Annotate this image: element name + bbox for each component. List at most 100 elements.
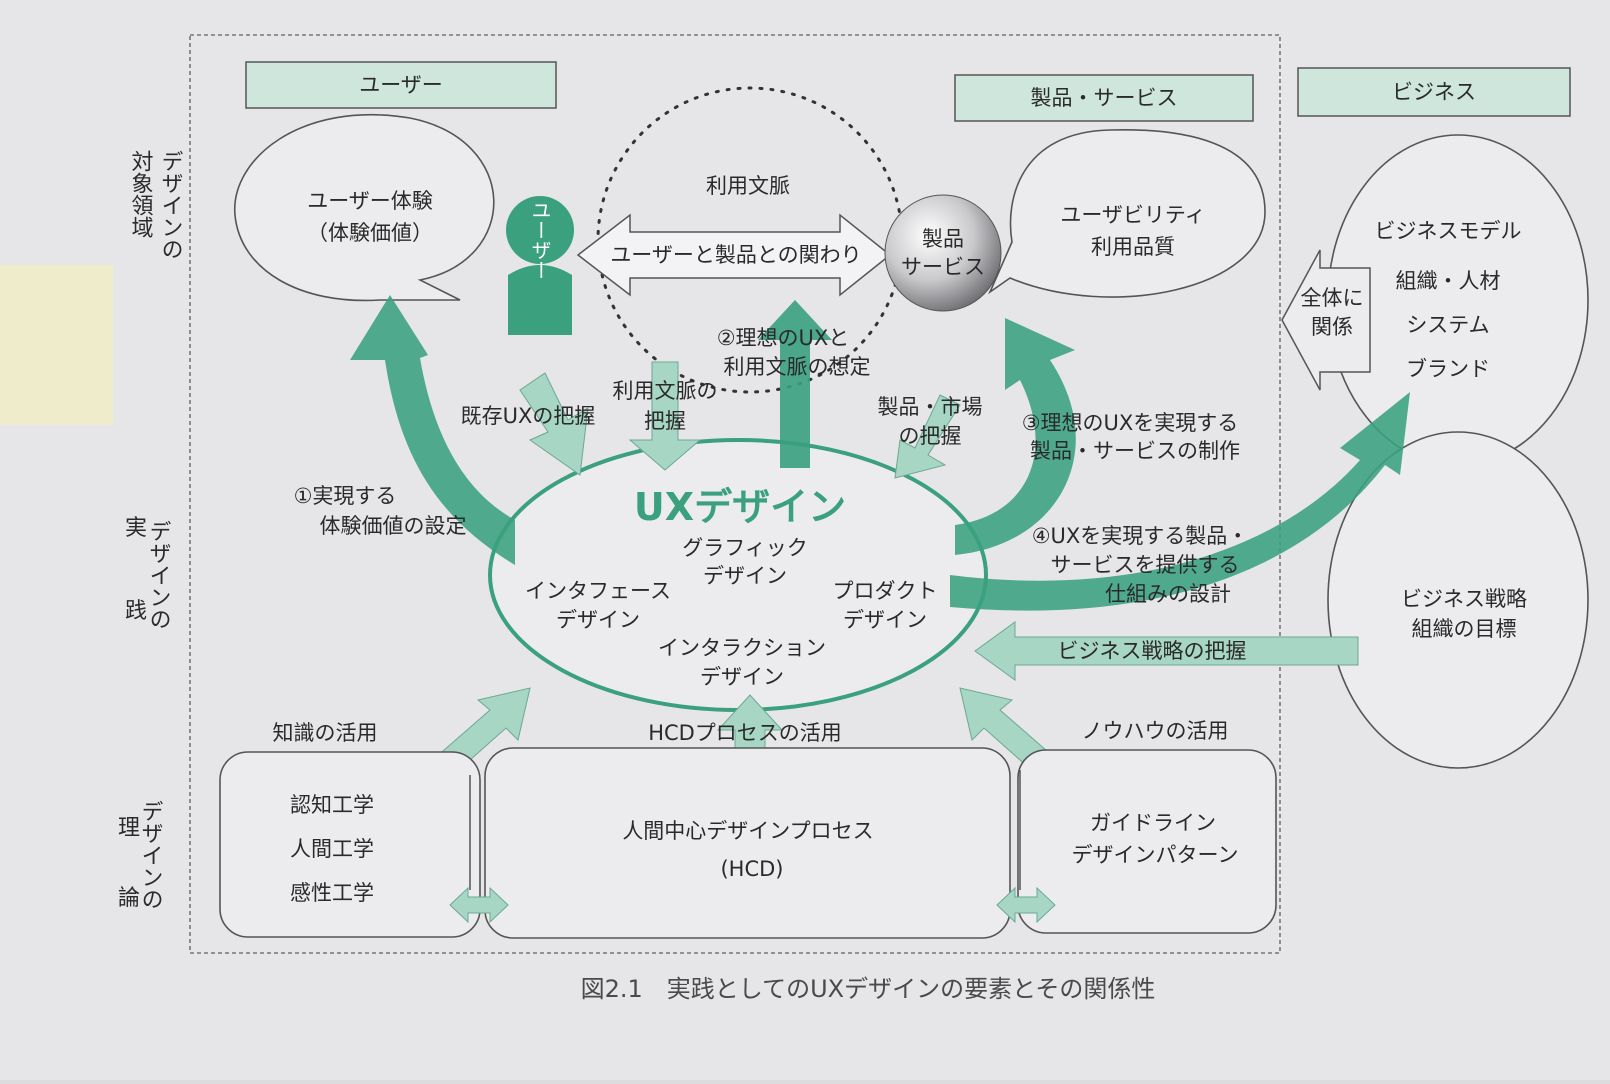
theory-center-box: 人間中心デザインプロセス (HCD) <box>484 747 1011 939</box>
interface-design-text: インタフェース デザイン <box>525 579 671 632</box>
svg-text:②理想のUXと: ②理想のUXと <box>717 326 850 350</box>
side-label-practice: デザインの 実 践 <box>125 516 171 630</box>
svg-text:関係: 関係 <box>1311 315 1353 339</box>
svg-text:既存UXの把握: 既存UXの把握 <box>461 404 596 428</box>
arrow-set-experience-value: ①実現する 体験価値の設定 <box>294 295 515 565</box>
theory-link-left <box>449 775 509 924</box>
user-figure: ユーザー <box>506 196 574 335</box>
svg-text:組織の目標: 組織の目標 <box>1412 617 1517 641</box>
arrow-market-grasp: 製品・市場 の把握 <box>878 394 983 479</box>
svg-text:人間工学: 人間工学 <box>290 837 374 861</box>
svg-text:インタラクション: インタラクション <box>658 636 826 660</box>
svg-text:人間中心デザインプロセス: 人間中心デザインプロセス <box>622 819 873 843</box>
svg-text:ユーザー: ユーザー <box>528 200 552 280</box>
svg-text:ユーザー体験: ユーザー体験 <box>307 189 433 213</box>
sticky-note <box>0 265 113 425</box>
svg-text:デザインの: デザインの <box>158 150 183 260</box>
svg-text:体験価値の設定: 体験価値の設定 <box>320 514 467 538</box>
ux-design-title: UXデザイン <box>634 485 846 529</box>
svg-text:製品・サービスの制作: 製品・サービスの制作 <box>1030 439 1240 463</box>
graphic-design-text: グラフィック デザイン <box>682 536 808 588</box>
svg-text:論: 論 <box>118 886 140 911</box>
svg-text:HCDプロセスの活用: HCDプロセスの活用 <box>648 721 842 745</box>
product-design-text: プロダクト デザイン <box>833 579 938 632</box>
svg-text:利用品質: 利用品質 <box>1091 235 1175 259</box>
usability-bubble: ユーザビリティ 利用品質 <box>988 129 1266 298</box>
svg-text:デザインパターン: デザインパターン <box>1072 843 1239 867</box>
svg-text:ブランド: ブランド <box>1406 357 1490 381</box>
svg-text:(HCD): (HCD) <box>720 857 783 881</box>
svg-text:プロダクト: プロダクト <box>833 579 938 603</box>
arrow-context-grasp: 利用文脈の 把握 <box>613 361 718 471</box>
svg-text:ユーザビリティ: ユーザビリティ <box>1060 203 1205 227</box>
svg-text:ビジネス戦略の把握: ビジネス戦略の把握 <box>1058 639 1247 663</box>
svg-text:④UXを実現する製品・: ④UXを実現する製品・ <box>1032 524 1249 548</box>
svg-text:全体に: 全体に <box>1301 286 1364 310</box>
figure-caption: 図2.1 実践としてのUXデザインの要素とその関係性 <box>581 975 1156 1003</box>
svg-text:デザイン: デザイン <box>700 665 784 689</box>
svg-text:デザイン: デザイン <box>556 608 640 632</box>
svg-text:ユーザー: ユーザー <box>359 73 443 97</box>
business-strategy-text: ビジネス戦略 組織の目標 <box>1401 587 1527 641</box>
svg-text:ビジネス戦略: ビジネス戦略 <box>1401 587 1527 611</box>
svg-text:①実現する: ①実現する <box>294 484 397 508</box>
svg-text:③理想のUXを実現する: ③理想のUXを実現する <box>1022 411 1239 435</box>
svg-text:利用文脈の: 利用文脈の <box>613 379 718 403</box>
svg-text:グラフィック: グラフィック <box>682 536 808 560</box>
header-product: 製品・サービス <box>954 74 1254 122</box>
svg-text:ガイドライン: ガイドライン <box>1090 811 1216 835</box>
svg-text:感性工学: 感性工学 <box>290 881 374 905</box>
theory-link-right <box>996 770 1056 924</box>
usage-context-label: 利用文脈 <box>706 174 790 198</box>
interaction-design-text: インタラクション デザイン <box>658 636 826 689</box>
svg-text:利用文脈の想定: 利用文脈の想定 <box>724 355 871 379</box>
svg-text:サービスを提供する: サービスを提供する <box>1051 553 1240 577</box>
arrow-ideal-ux: ②理想のUXと 利用文脈の想定 <box>717 300 871 468</box>
svg-text:サービス: サービス <box>901 255 985 279</box>
svg-text:製品: 製品 <box>922 227 964 251</box>
svg-text:デザイン: デザイン <box>703 564 787 588</box>
svg-text:把握: 把握 <box>644 409 686 433</box>
side-label-scope: デザインの 対象領域 <box>128 150 183 260</box>
svg-text:製品・サービス: 製品・サービス <box>1031 86 1178 110</box>
svg-text:知識の活用: 知識の活用 <box>273 721 378 745</box>
user-product-relation-arrow: ユーザーと製品との関わり <box>576 213 892 297</box>
svg-text:ユーザーと製品との関わり: ユーザーと製品との関わり <box>610 243 861 267</box>
svg-text:デザインの: デザインの <box>138 800 163 910</box>
side-label-theory: デザインの 理 論 <box>118 800 163 911</box>
svg-text:践: 践 <box>125 599 147 624</box>
svg-text:対象領域: 対象領域 <box>128 150 154 238</box>
svg-text:製品・市場: 製品・市場 <box>878 395 983 419</box>
arrow-realize-product: ③理想のUXを実現する 製品・サービスの制作 <box>955 318 1240 555</box>
theory-left-box: 認知工学 人間工学 感性工学 <box>219 751 481 938</box>
svg-text:の把握: の把握 <box>899 424 962 448</box>
svg-text:ノウハウの活用: ノウハウの活用 <box>1082 719 1229 743</box>
svg-text:認知工学: 認知工学 <box>290 793 374 817</box>
header-business: ビジネス <box>1297 67 1571 117</box>
header-user: ユーザー <box>245 61 557 109</box>
business-strategy-oval <box>1327 431 1589 769</box>
business-model-list: ビジネスモデル 組織・人材 システム ブランド <box>1375 219 1522 381</box>
svg-text:組織・人材: 組織・人材 <box>1396 269 1501 293</box>
svg-text:仕組みの設計: 仕組みの設計 <box>1105 582 1231 606</box>
svg-text:インタフェース: インタフェース <box>525 579 671 603</box>
product-service-sphere: 製品 サービス <box>884 194 1002 312</box>
svg-text:実: 実 <box>125 516 147 541</box>
svg-text:システム: システム <box>1406 313 1489 337</box>
svg-text:デザイン: デザイン <box>843 608 927 632</box>
user-experience-bubble: ユーザー体験 （体験価値） <box>234 113 495 302</box>
svg-text:（体験価値）: （体験価値） <box>307 221 433 245</box>
main-frame <box>189 34 1281 954</box>
arrow-strategy-grasp: ビジネス戦略の把握 <box>974 621 1359 681</box>
arrow-existing-ux: 既存UXの把握 <box>461 372 596 476</box>
svg-text:ビジネス: ビジネス <box>1392 80 1476 104</box>
svg-text:デザインの: デザインの <box>146 520 171 630</box>
whole-relation-arrow: 全体に 関係 <box>1281 249 1371 391</box>
svg-text:ビジネスモデル: ビジネスモデル <box>1375 219 1522 243</box>
arrow-provide-mechanism: ④UXを実現する製品・ サービスを提供する 仕組みの設計 <box>950 392 1410 611</box>
theory-right-box: ガイドライン デザインパターン <box>1017 749 1277 934</box>
svg-text:理: 理 <box>118 816 140 841</box>
arrow-hcd-use: HCDプロセスの活用 <box>648 694 842 786</box>
